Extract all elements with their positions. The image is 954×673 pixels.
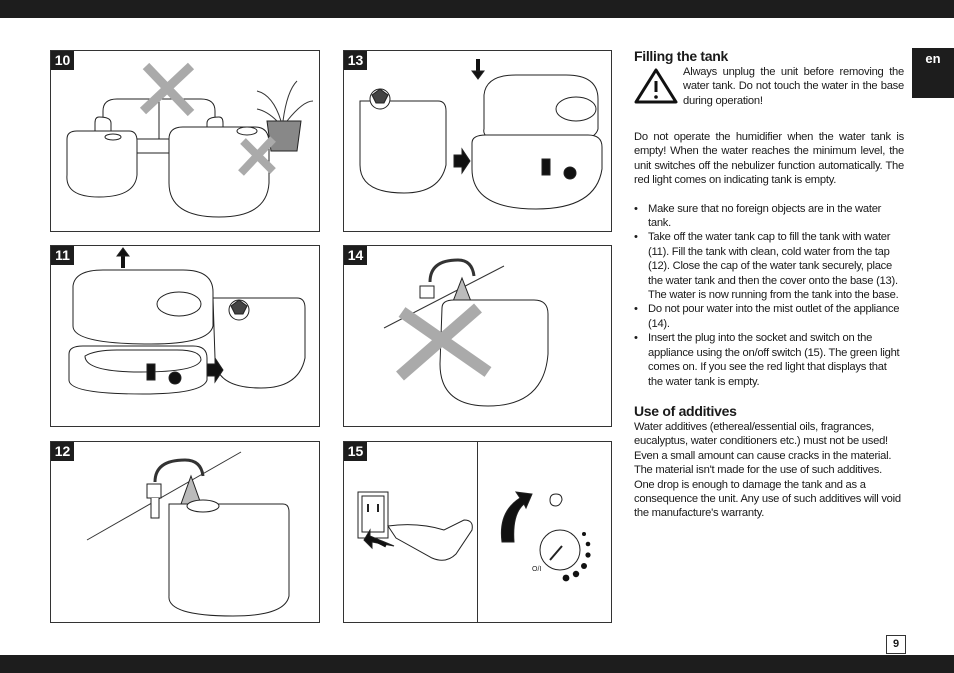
panel-number: 14 — [344, 246, 367, 265]
panel-number: 12 — [51, 442, 74, 461]
list-item: Insert the plug into the socket and swit… — [634, 331, 904, 389]
warning-text: Always unplug the unit before removing t… — [683, 66, 904, 107]
filling-paragraph: Do not operate the humidifier when the w… — [634, 131, 904, 187]
illustration-panel-10: 10 — [50, 50, 320, 232]
illustration-panel-14: 14 — [343, 245, 612, 427]
list-item: Take off the water tank cap to fill the … — [634, 230, 904, 302]
list-item: Make sure that no foreign objects are in… — [634, 202, 904, 231]
illustration-panel-15: 15 O/I — [343, 441, 612, 623]
warning-icon — [634, 68, 678, 104]
panel-divider — [477, 442, 478, 622]
page-number: 9 — [886, 635, 906, 654]
language-tab: en — [912, 48, 954, 98]
switch-label: O/I — [532, 566, 541, 573]
top-bar — [0, 0, 954, 18]
plug-and-switch-illustration: O/I — [357, 491, 591, 582]
panel-number: 10 — [51, 51, 74, 70]
filling-heading: Filling the tank — [634, 48, 728, 64]
illustration-panel-11: 11 — [50, 245, 320, 427]
tank-removal-illustration — [68, 247, 306, 395]
panel-number: 15 — [344, 442, 367, 461]
instructions-column: Filling the tank Always unplug the unit … — [634, 48, 904, 521]
list-item: Do not pour water into the mist outlet o… — [634, 302, 904, 331]
additives-text: Water additives (ethereal/essential oils… — [634, 420, 901, 520]
illustration-panel-12: 12 — [50, 441, 320, 623]
additives-heading: Use of additives — [634, 402, 737, 419]
humidifier-placement-illustration — [66, 62, 314, 218]
illustration-panel-13: 13 — [343, 50, 612, 232]
panel-number: 13 — [344, 51, 367, 70]
tank-placement-illustration — [359, 59, 603, 210]
panel-number: 11 — [51, 246, 74, 265]
tap-filling-illustration — [86, 451, 290, 617]
warning-block: Always unplug the unit before removing t… — [634, 65, 904, 122]
bottom-bar — [0, 655, 954, 673]
no-water-in-outlet-illustration — [383, 258, 549, 407]
filling-bullet-list: Make sure that no foreign objects are in… — [634, 202, 904, 389]
